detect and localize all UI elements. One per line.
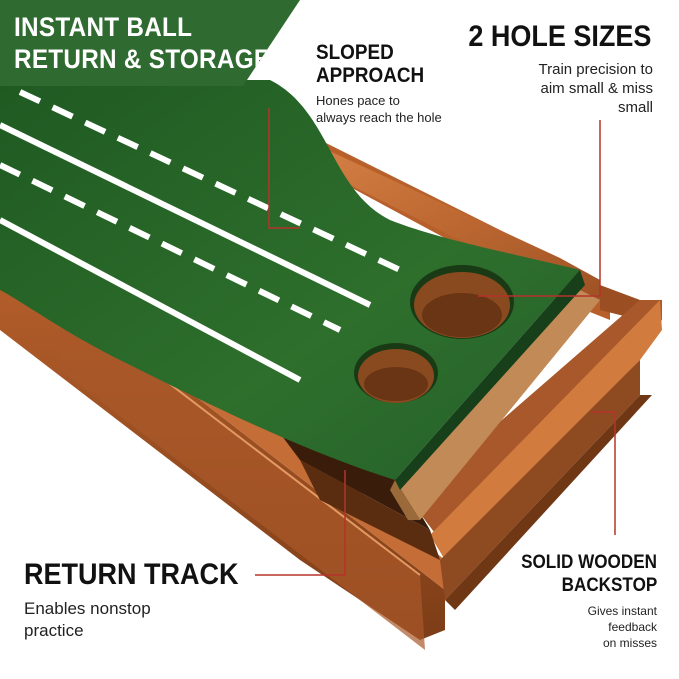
sloped-approach-title-1: SLOPED — [316, 41, 394, 64]
sloped-approach-desc-2: always reach the hole — [316, 110, 442, 125]
backstop-title-1: SOLID WOODEN — [521, 552, 657, 573]
callout-leaders — [255, 108, 616, 576]
return-track-desc-2: practice — [24, 621, 84, 640]
banner-line-2: RETURN & STORAGE — [14, 44, 271, 74]
alignment-lines — [0, 89, 402, 383]
backstop-desc-1: Gives instant — [587, 604, 657, 618]
hole-sizes-desc-3: small — [617, 99, 653, 116]
return-track-desc-1: Enables nonstop — [24, 599, 151, 618]
backstop-desc-2: feedback — [608, 620, 657, 634]
hole-sizes-desc-1: Train precision to — [538, 61, 654, 78]
return-track-title: RETURN TRACK — [24, 558, 239, 591]
backstop-title-2: BACKSTOP — [561, 575, 657, 596]
hole-sizes-title: 2 HOLE SIZES — [467, 20, 651, 53]
banner: INSTANT BALL RETURN & STORAGE — [0, 0, 300, 86]
backstop-front — [430, 300, 662, 560]
backstop-desc-3: on misses — [602, 636, 657, 650]
hole-sizes-desc-2: aim small & miss — [540, 80, 653, 97]
banner-line-1: INSTANT BALL — [14, 12, 193, 42]
sloped-approach-desc-1: Hones pace to — [316, 93, 400, 108]
sloped-approach-title-2: APPROACH — [316, 64, 425, 87]
